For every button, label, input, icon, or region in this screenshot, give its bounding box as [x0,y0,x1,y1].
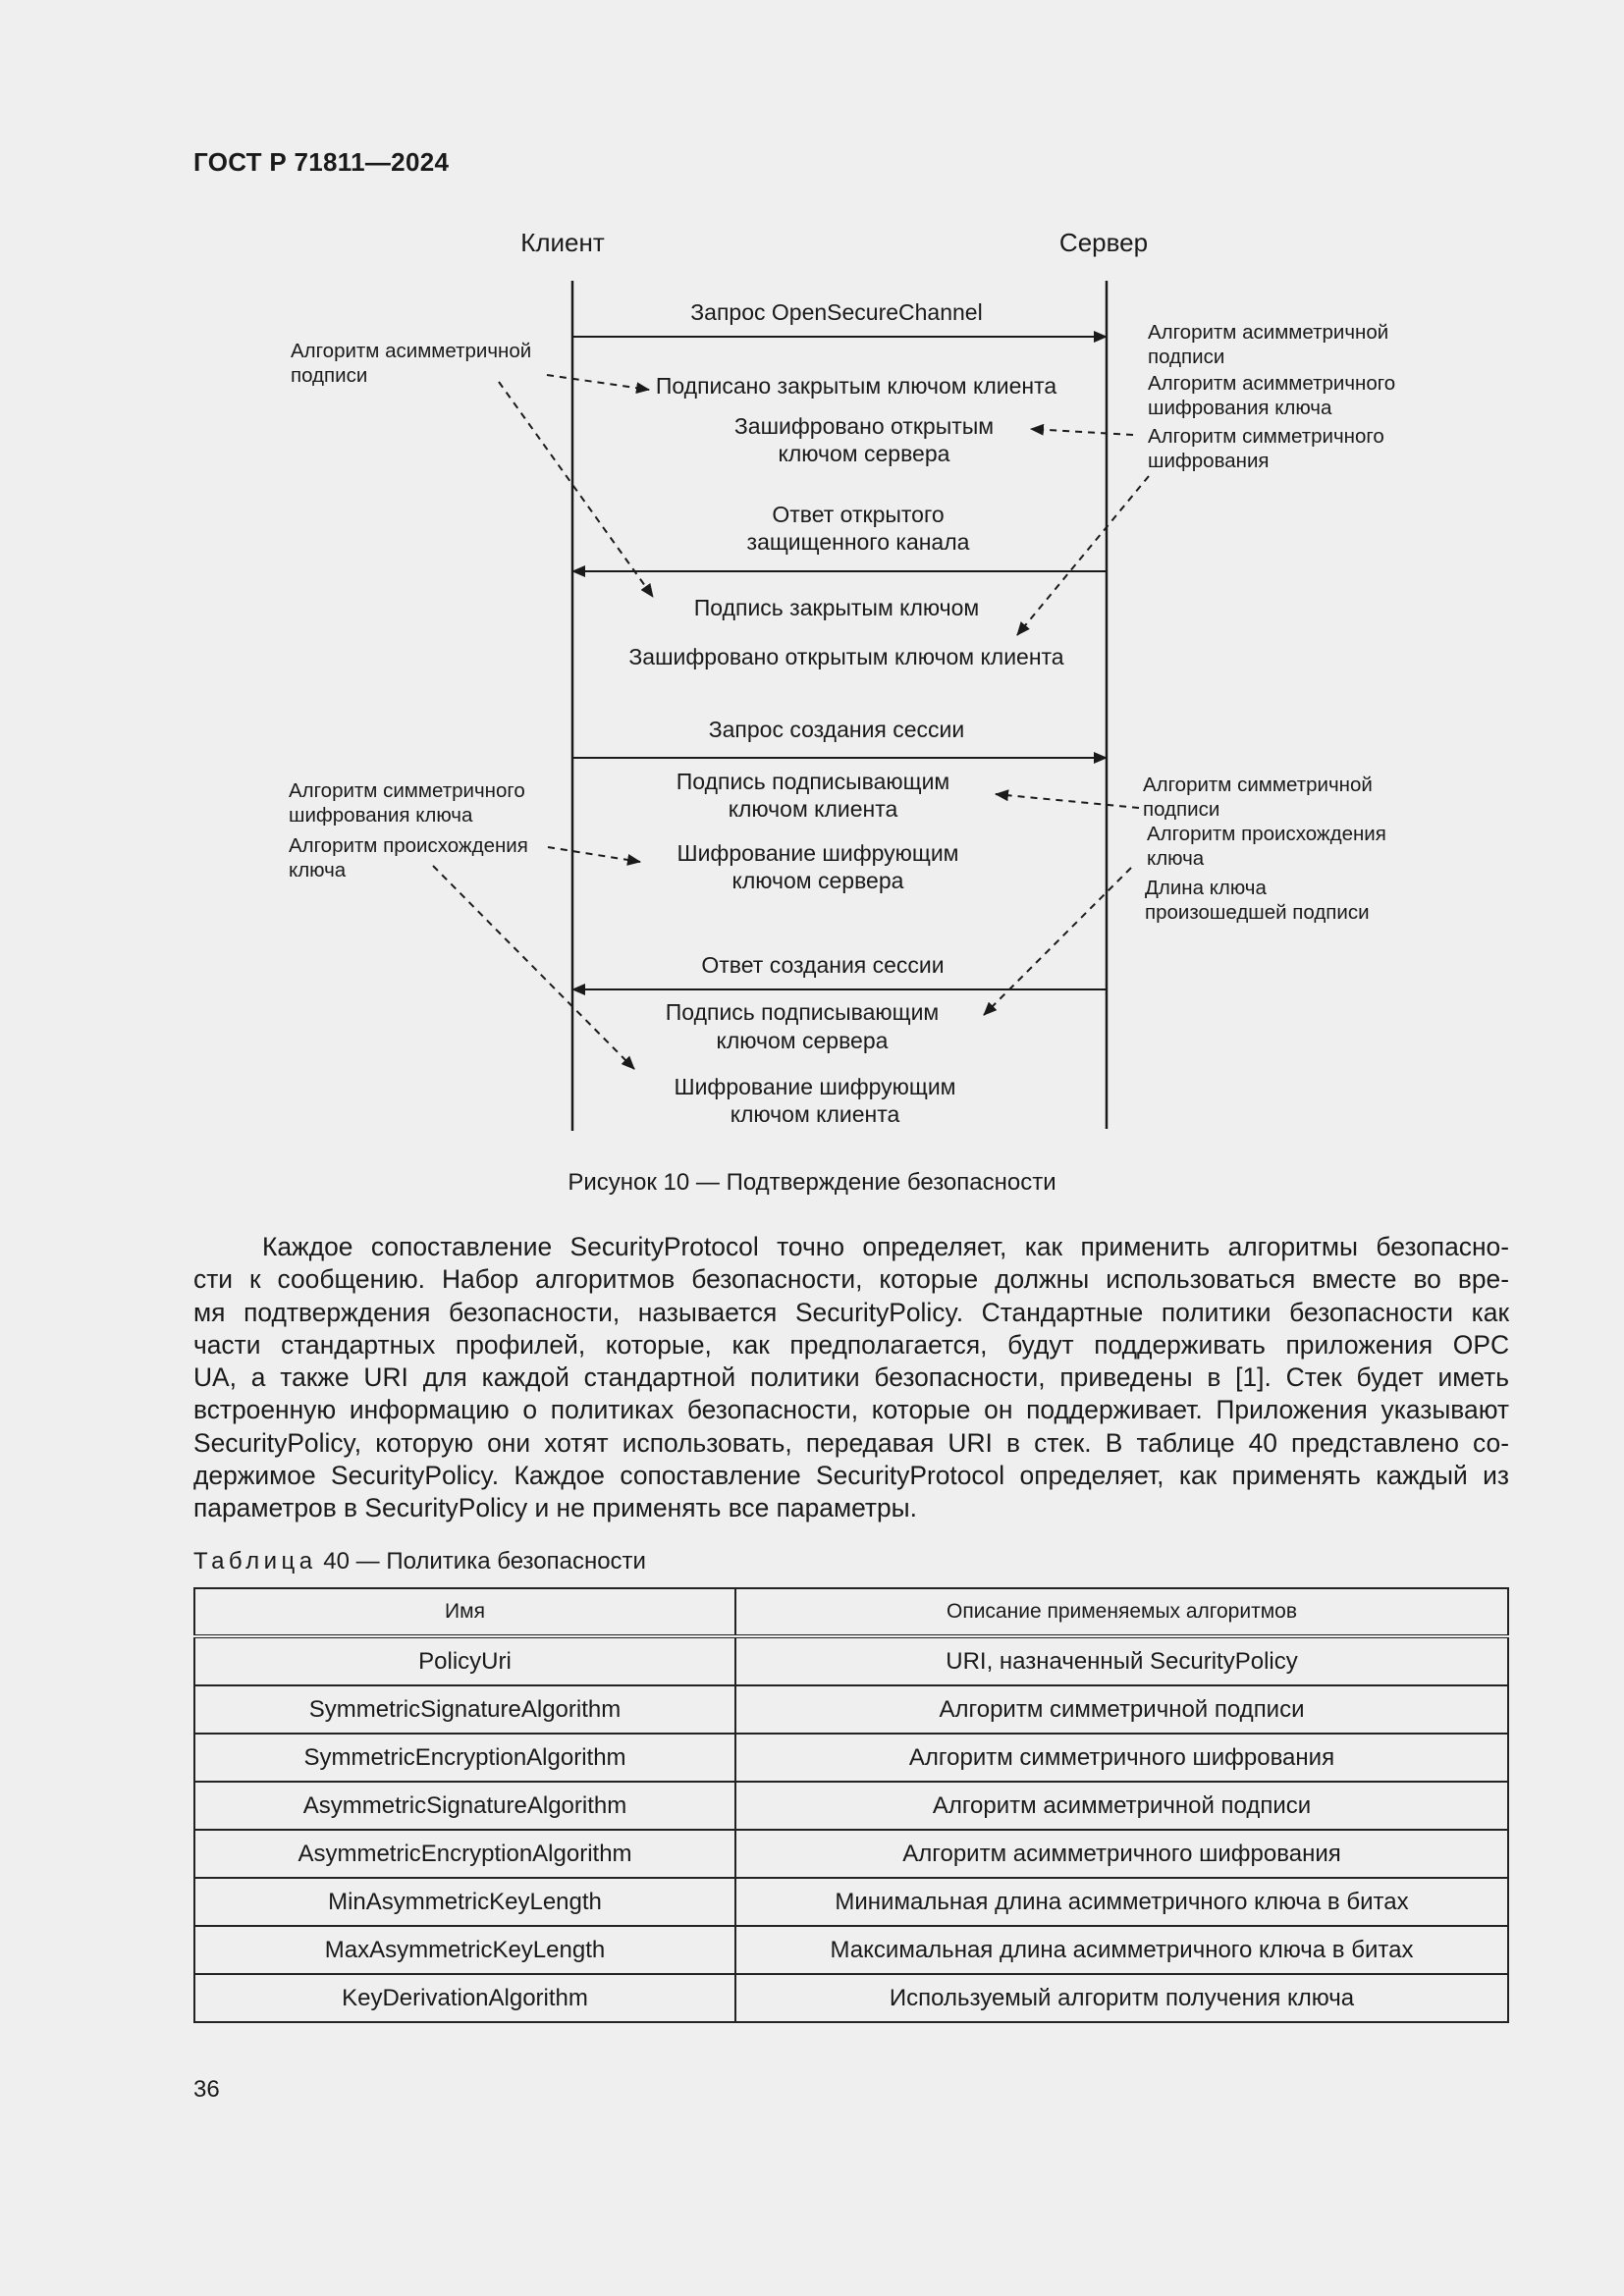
cell-description: Алгоритм асимметричного шифрования [734,1829,1509,1879]
msg3-sub2b: ключом сервера [732,868,904,893]
pointer-arrow [1030,423,1134,436]
table-caption-word: Таблица [193,1548,317,1575]
cell-name: MaxAsymmetricKeyLength [193,1925,736,1975]
sequence-diagram: Клиент Сервер Запрос OpenSecureChannel П… [289,228,1395,1131]
pointer-arrow [1016,475,1150,636]
right-note5a: Алгоритм происхождения [1147,823,1386,845]
cell-description: Алгоритм асимметричной подписи [734,1781,1509,1831]
pointer-arrow [547,846,641,866]
paragraph-line: держимое SecurityPolicy. Каждое сопостав… [193,1461,1509,1491]
figure-caption: Рисунок 10 — Подтверждение безопасности [568,1169,1056,1196]
msg3-label: Запрос создания сессии [709,717,965,742]
table-row: SymmetricSignatureAlgorithm Алгоритм сим… [193,1684,1509,1735]
paragraph-line: UA, а также URI для каждой стандартной п… [193,1362,1509,1393]
table-caption-text: 40 — Политика безопасности [323,1548,646,1575]
right-note2b: шифрования ключа [1148,397,1332,419]
left-note1b: подписи [291,364,367,387]
client-label: Клиент [520,228,605,257]
paragraph-line: сти к сообщению. Набор алгоритмов безопа… [193,1264,1509,1295]
cell-name: AsymmetricSignatureAlgorithm [193,1781,736,1831]
table-row: SymmetricEncryptionAlgorithm Алгоритм си… [193,1733,1509,1783]
table-row: MaxAsymmetricKeyLength Максимальная длин… [193,1925,1509,1975]
table-header-row: Имя Описание применяемых алгоритмов [193,1587,1509,1637]
cell-description: Максимальная длина асимметричного ключа … [734,1925,1509,1975]
msg1-label: Запрос OpenSecureChannel [690,299,982,325]
left-note3a: Алгоритм происхождения [289,834,528,857]
cell-description: Минимальная длина асимметричного ключа в… [734,1877,1509,1927]
msg4-sub1a: Подпись подписывающим [666,999,940,1025]
msg3-sub2a: Шифрование шифрующим [677,840,958,866]
paragraph-line: части стандартных профилей, которые, как… [193,1329,1509,1360]
msg1-sub1: Подписано закрытым ключом клиента [656,373,1057,399]
msg2-label-a: Ответ открытого [772,502,944,527]
table-row: PolicyUri URI, назначенный SecurityPolic… [193,1634,1509,1686]
cell-name: AsymmetricEncryptionAlgorithm [193,1829,736,1879]
msg2-sub1: Подпись закрытым ключом [694,595,979,620]
paragraph-line: мя подтверждения безопасности, называетс… [193,1297,1509,1327]
msg1-sub2b: ключом сервера [779,441,950,466]
paragraph-line: SecurityPolicy, которую они хотят исполь… [193,1427,1509,1458]
left-note2b: шифрования ключа [289,804,473,827]
column-header-name: Имя [193,1587,736,1637]
pointer-arrow [983,867,1132,1016]
pointer-arrow [995,789,1140,809]
document-header: ГОСТ Р 71811—2024 [193,147,450,177]
paragraph-line: встроенную информацию о политиках безопа… [193,1395,1509,1425]
msg4-sub2b: ключом клиента [731,1101,900,1127]
paragraph-line: Каждое сопоставление SecurityProtocol то… [262,1232,1509,1261]
page-number: 36 [193,2076,220,2103]
msg4-label: Ответ создания сессии [701,952,944,978]
right-note2a: Алгоритм асимметричного [1148,372,1395,395]
msg2-sub2: Зашифровано открытым ключом клиента [628,644,1063,669]
right-note3b: шифрования [1148,450,1270,472]
right-note3a: Алгоритм симметричного [1148,425,1384,448]
cell-description: Используемый алгоритм получения ключа [734,1973,1509,2023]
table-row: MinAsymmetricKeyLength Минимальная длина… [193,1877,1509,1927]
right-note1b: подписи [1148,346,1224,368]
table-caption: Таблица 40 — Политика безопасности [193,1548,646,1575]
server-label: Сервер [1059,228,1148,257]
pointer-arrow [498,381,654,598]
msg1-sub2a: Зашифровано открытым [734,413,994,439]
security-policy-table: Имя Описание применяемых алгоритмов Poli… [193,1587,1509,2023]
column-header-description: Описание применяемых алгоритмов [734,1587,1509,1637]
cell-name: KeyDerivationAlgorithm [193,1973,736,2023]
cell-description: URI, назначенный SecurityPolicy [734,1634,1509,1686]
right-note4b: подписи [1143,798,1219,821]
left-note3b: ключа [289,859,347,881]
left-note2a: Алгоритм симметричного [289,779,525,802]
msg3-sub1a: Подпись подписывающим [677,769,950,794]
msg4-sub2a: Шифрование шифрующим [674,1074,955,1099]
msg3-sub1b: ключом клиента [729,796,898,822]
right-note6a: Длина ключа [1145,877,1267,899]
cell-name: SymmetricSignatureAlgorithm [193,1684,736,1735]
left-note1a: Алгоритм асимметричной [291,340,531,362]
table-row: AsymmetricEncryptionAlgorithm Алгоритм а… [193,1829,1509,1879]
right-note4a: Алгоритм симметричной [1143,774,1373,796]
right-note5b: ключа [1147,847,1205,870]
right-note1a: Алгоритм асимметричной [1148,321,1388,344]
table-row: AsymmetricSignatureAlgorithm Алгоритм ас… [193,1781,1509,1831]
right-note6b: произошедшей подписи [1145,901,1370,924]
msg4-sub1b: ключом сервера [717,1028,889,1053]
msg2-label-b: защищенного канала [747,529,970,555]
cell-description: Алгоритм симметричного шифрования [734,1733,1509,1783]
pointer-arrow [546,374,650,395]
cell-description: Алгоритм симметричной подписи [734,1684,1509,1735]
cell-name: PolicyUri [193,1634,736,1686]
paragraph-line: параметров в SecurityPolicy и не применя… [193,1493,917,1523]
cell-name: SymmetricEncryptionAlgorithm [193,1733,736,1783]
body-paragraph: Каждое сопоставление SecurityProtocol то… [193,1231,1509,1525]
pointer-arrow [432,865,635,1070]
cell-name: MinAsymmetricKeyLength [193,1877,736,1927]
table-row: KeyDerivationAlgorithm Используемый алго… [193,1973,1509,2023]
